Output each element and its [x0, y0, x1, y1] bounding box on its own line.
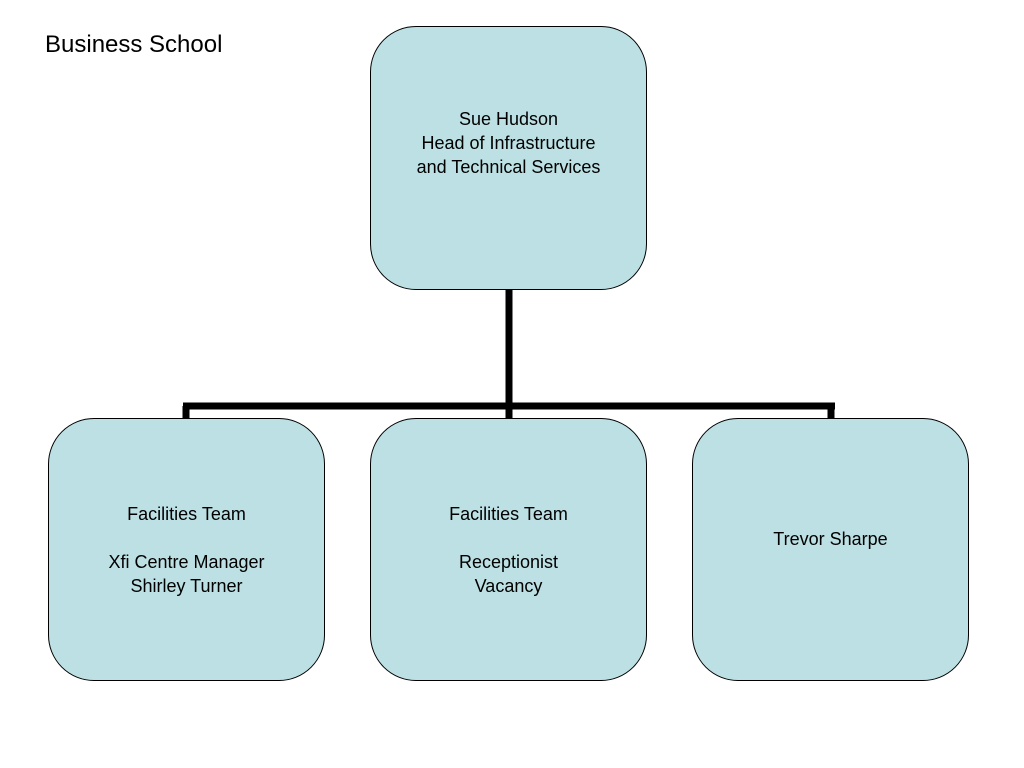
org-box-line: Facilities Team	[449, 503, 568, 524]
org-box-line: Receptionist	[458, 551, 559, 572]
org-box-trevor-sharpe: Trevor Sharpe	[692, 418, 969, 681]
org-box-line: Trevor Sharpe	[773, 528, 888, 549]
org-box-line: Facilities Team	[127, 503, 246, 524]
org-box-line: Shirley Turner	[130, 575, 243, 596]
org-box-line: Sue Hudson	[458, 109, 559, 129]
org-box-sue-hudson: Sue Hudson Head of Infrastructure and Te…	[370, 26, 647, 290]
page-title: Business School	[45, 31, 223, 58]
org-box-line: Xfi Centre Manager	[108, 551, 265, 572]
org-box-xfi-centre-manager: Facilities Team Xfi Centre Manager Shirl…	[48, 418, 325, 681]
org-box-line: and Technical Services	[416, 157, 601, 177]
org-box-line: Head of Infrastructure	[421, 133, 596, 153]
org-box-receptionist: Facilities Team Receptionist Vacancy	[370, 418, 647, 681]
org-box-line: Vacancy	[474, 575, 543, 596]
